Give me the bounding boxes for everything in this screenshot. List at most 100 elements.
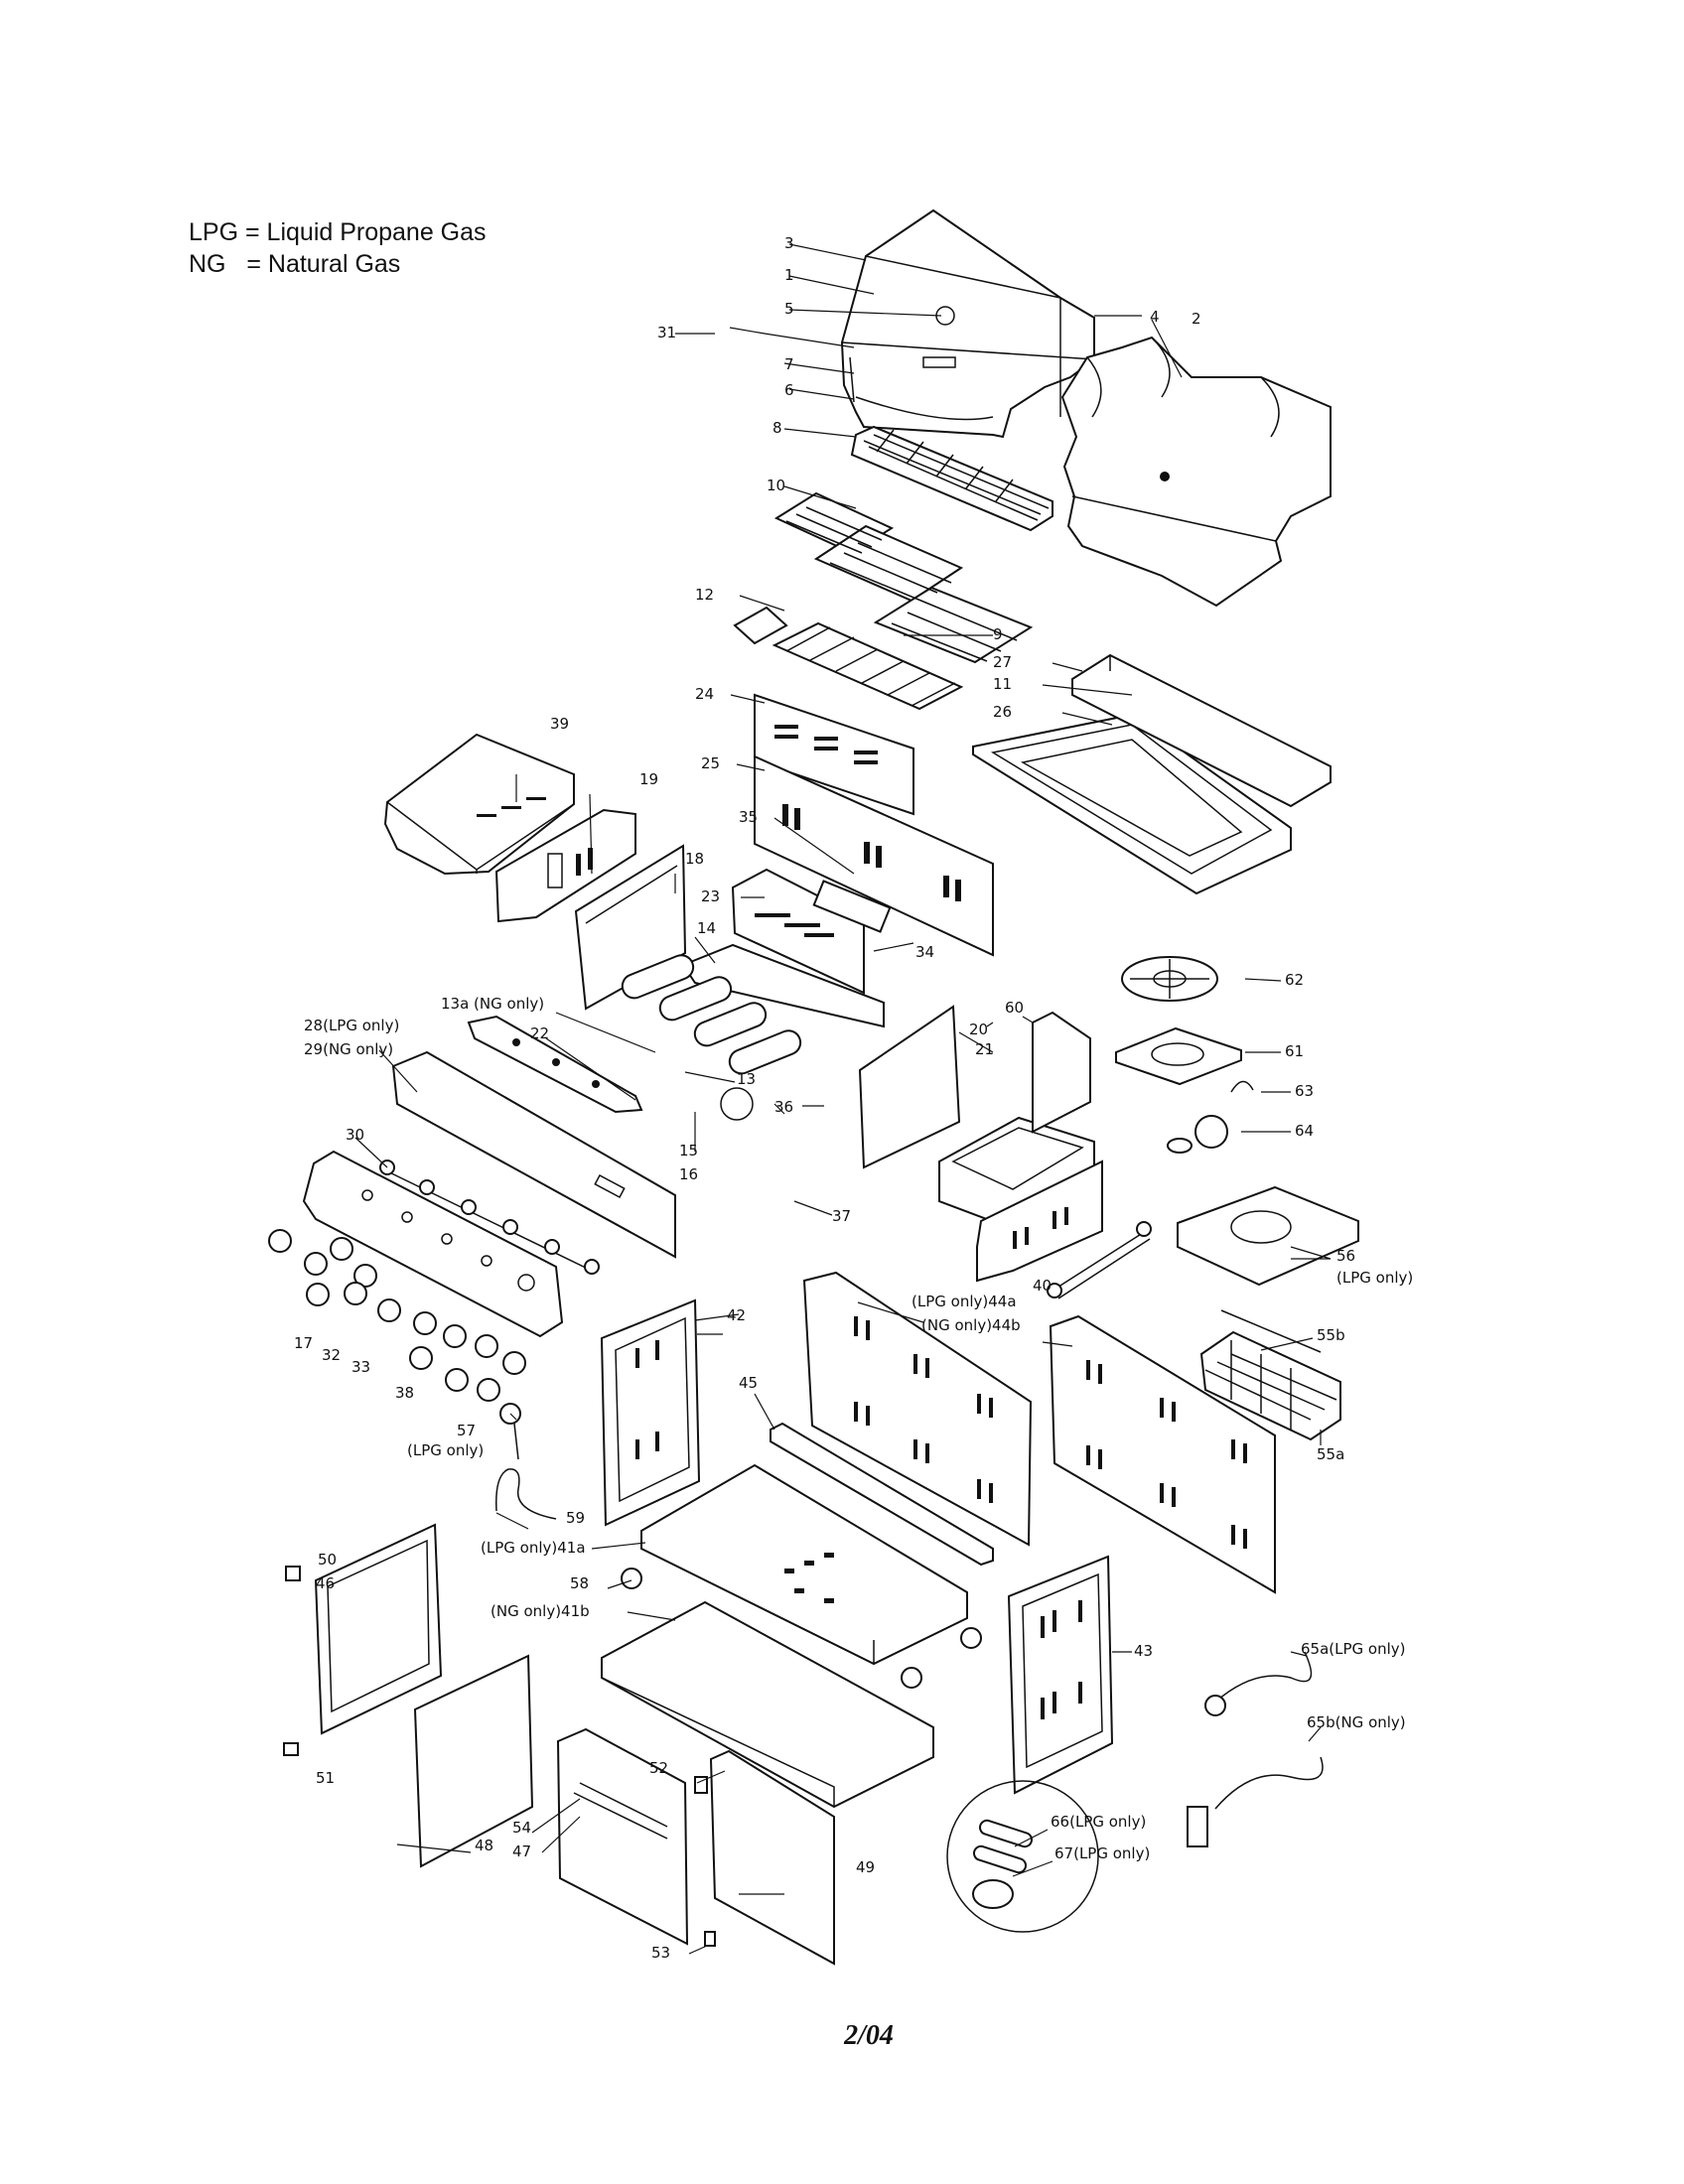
label-41b: (NG only)41b xyxy=(491,1602,590,1620)
label-54: 54 xyxy=(512,1819,531,1837)
legend-text: Liquid Propane Gas xyxy=(266,218,487,246)
label-65b: 65b(NG only) xyxy=(1307,1713,1406,1731)
burners-13 xyxy=(621,954,802,1121)
cart-back-panel-44a xyxy=(802,1271,1033,1547)
label-63: 63 xyxy=(1295,1082,1314,1100)
legend-ng: NG = Natural Gas xyxy=(189,250,400,279)
label-3: 3 xyxy=(784,234,794,252)
legend-sep: = xyxy=(246,250,261,278)
manifold-bracket-28 xyxy=(391,1050,676,1259)
part-labels: 3 1 5 31 7 6 4 2 8 10 12 9 27 11 26 24 2… xyxy=(294,234,1413,1962)
label-66: 66(LPG only) xyxy=(1051,1813,1146,1831)
label-42: 42 xyxy=(727,1306,746,1324)
label-62: 62 xyxy=(1285,971,1304,989)
label-58: 58 xyxy=(570,1574,589,1592)
firebox-panel-25 xyxy=(754,754,994,957)
side-shelf-bracket xyxy=(976,1160,1103,1283)
label-29: 29(NG only) xyxy=(304,1040,393,1058)
label-57: 57 xyxy=(457,1422,476,1439)
label-8: 8 xyxy=(772,419,782,437)
heat-tent-set xyxy=(733,606,964,711)
label-37: 37 xyxy=(832,1207,851,1225)
legend-text: Natural Gas xyxy=(267,250,401,278)
label-13a: 13a (NG only) xyxy=(441,995,544,1013)
label-45: 45 xyxy=(739,1374,758,1392)
label-18: 18 xyxy=(685,850,704,868)
igniter-57 xyxy=(499,1403,521,1460)
label-1: 1 xyxy=(784,266,794,284)
hood-end-cap xyxy=(1060,336,1332,608)
side-shelf-panel-20 xyxy=(858,1005,961,1169)
side-burner-pan-61 xyxy=(1115,1026,1242,1086)
cooking-grates xyxy=(773,491,1034,664)
label-65a: 65a(LPG only) xyxy=(1301,1640,1406,1658)
label-67: 67(LPG only) xyxy=(1054,1844,1150,1862)
label-61: 61 xyxy=(1285,1042,1304,1060)
label-25: 25 xyxy=(701,754,720,772)
label-17: 17 xyxy=(294,1334,313,1352)
door-frame-46 xyxy=(314,1523,443,1735)
label-49: 49 xyxy=(856,1858,875,1876)
label-52: 52 xyxy=(649,1759,668,1777)
label-12: 12 xyxy=(695,586,714,604)
label-60: 60 xyxy=(1005,999,1024,1017)
magnet-50 xyxy=(285,1566,301,1581)
label-32: 32 xyxy=(322,1346,341,1364)
label-50: 50 xyxy=(318,1551,337,1569)
label-34: 34 xyxy=(915,943,934,961)
label-27: 27 xyxy=(993,653,1012,671)
label-43: 43 xyxy=(1134,1642,1153,1660)
label-51: 51 xyxy=(316,1769,335,1787)
detail-circle-66-67 xyxy=(946,1780,1099,1933)
legend-abbr: NG xyxy=(189,250,226,278)
side-burner-box-56 xyxy=(1177,1185,1359,1287)
cart-side-frame-43 xyxy=(1007,1555,1114,1795)
label-39: 39 xyxy=(550,715,569,733)
magnet-51 xyxy=(283,1742,299,1756)
label-55b: 55b xyxy=(1317,1326,1345,1344)
label-59: 59 xyxy=(566,1509,585,1527)
label-38: 38 xyxy=(395,1384,414,1402)
basket-rod-55b xyxy=(1220,1309,1322,1353)
side-burner-grate-62 xyxy=(1121,956,1218,1002)
label-48: 48 xyxy=(475,1837,493,1854)
label-20: 20 xyxy=(969,1021,988,1038)
label-7: 7 xyxy=(784,355,794,373)
cart-side-frame-42 xyxy=(600,1298,701,1527)
legend-lpg: LPG = Liquid Propane Gas xyxy=(189,218,487,247)
label-22: 22 xyxy=(530,1024,549,1042)
page-footer: 2/04 xyxy=(844,2020,894,2051)
label-28: 28(LPG only) xyxy=(304,1017,399,1034)
cart-back-panel-44b xyxy=(1049,1314,1276,1594)
label-57-note: (LPG only) xyxy=(407,1441,484,1459)
legend-sep: = xyxy=(244,218,260,246)
firebox-back-panel-24 xyxy=(754,693,914,816)
label-21: 21 xyxy=(975,1040,994,1058)
label-36: 36 xyxy=(774,1098,793,1116)
basket-55a xyxy=(1199,1330,1341,1441)
bolt-53 xyxy=(704,1931,716,1947)
door-47 xyxy=(556,1727,689,1946)
label-44a: (LPG only)44a xyxy=(912,1293,1017,1310)
label-35: 35 xyxy=(739,808,758,826)
caster-58 xyxy=(621,1568,982,1689)
label-11: 11 xyxy=(993,675,1012,693)
control-knobs xyxy=(268,1229,526,1402)
side-panel-19 xyxy=(494,808,636,923)
label-26: 26 xyxy=(993,703,1012,721)
cross-brace-45 xyxy=(770,1422,994,1567)
door-latch-52 xyxy=(694,1776,708,1794)
label-13: 13 xyxy=(737,1070,756,1088)
label-16: 16 xyxy=(679,1165,698,1183)
label-30: 30 xyxy=(346,1126,364,1144)
label-44b: (NG only)44b xyxy=(921,1316,1021,1334)
hose-65b xyxy=(1187,1756,1324,1847)
grease-tray-27 xyxy=(1071,653,1332,808)
igniter-electrode-63 xyxy=(1230,1080,1254,1093)
label-56-note: (LPG only) xyxy=(1336,1269,1413,1287)
label-10: 10 xyxy=(767,477,785,494)
label-9: 9 xyxy=(993,625,1003,643)
bottom-shelf-41a xyxy=(640,1463,968,1666)
